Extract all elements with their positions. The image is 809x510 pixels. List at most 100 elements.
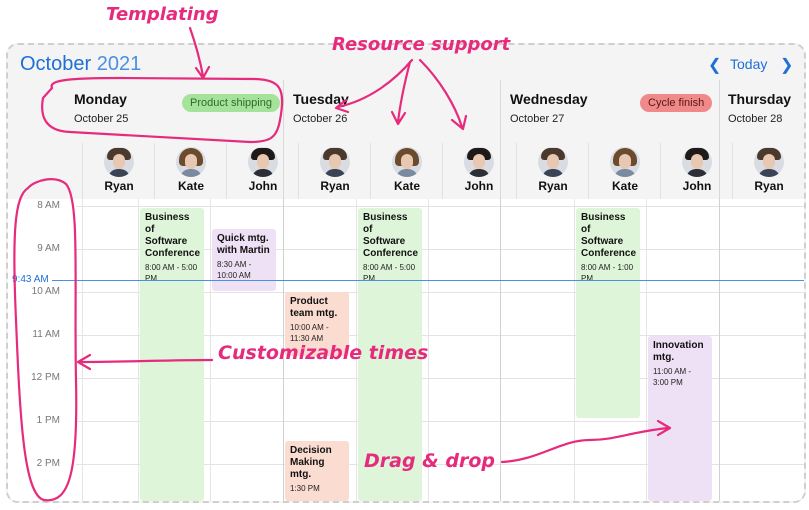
avatar	[610, 147, 640, 177]
day-name: Wednesday	[510, 91, 588, 107]
resource-name: John	[464, 179, 494, 193]
column-line	[719, 199, 720, 501]
event-card[interactable]: Business of Software Conference 8:00 AM …	[576, 208, 640, 418]
resource-ryan[interactable]: Ryan	[82, 143, 155, 199]
day-name: Tuesday	[293, 91, 349, 107]
annotation-templating: Templating	[106, 4, 219, 25]
day-header-wednesday: Wednesday October 27	[510, 91, 588, 125]
chevron-right-icon[interactable]: ❯	[780, 57, 794, 74]
resource-name: John	[248, 179, 278, 193]
day-date: October 28	[728, 113, 783, 125]
resource-name: Kate	[611, 179, 638, 193]
time-label: 2 PM	[36, 458, 60, 469]
resource-ryan[interactable]: Ryan	[516, 143, 589, 199]
event-card[interactable]: Product team mtg. 10:00 AM - 11:30 AM	[285, 292, 349, 356]
event-time: 8:30 AM - 10:00 AM	[217, 260, 252, 280]
event-badge[interactable]: Product shipping	[182, 94, 280, 112]
column-line	[82, 199, 83, 501]
event-card[interactable]: Decision Making mtg. 1:30 PM	[285, 441, 349, 501]
day-name: Monday	[74, 91, 127, 107]
event-time: 8:00 AM - 5:00 PM	[145, 263, 198, 283]
avatar	[392, 147, 422, 177]
day-date: October 25	[74, 113, 129, 125]
event-time: 8:00 AM - 1:00 PM	[581, 263, 634, 283]
event-title: Product team mtg.	[290, 296, 338, 319]
hour-line	[76, 464, 804, 465]
resource-kate[interactable]: Kate	[154, 143, 227, 199]
day-header-thursday: Thursday October 28	[728, 91, 791, 125]
avatar	[248, 147, 278, 177]
time-label: 10 AM	[31, 286, 60, 297]
resource-name: John	[682, 179, 712, 193]
resource-name: Ryan	[754, 179, 784, 193]
month-label: October	[20, 53, 92, 75]
hour-line	[76, 421, 804, 422]
resource-name: Ryan	[538, 179, 568, 193]
column-line	[210, 199, 211, 501]
year-label: 2021	[96, 53, 142, 75]
day-name: Thursday	[728, 91, 792, 107]
event-badge[interactable]: Cycle finish	[640, 94, 713, 112]
time-label: 1 PM	[36, 415, 60, 426]
column-line	[138, 199, 139, 501]
time-label: 9 AM	[37, 243, 60, 254]
time-label: 8 AM	[37, 200, 60, 211]
resource-name: Kate	[393, 179, 420, 193]
hour-line	[76, 249, 804, 250]
resource-john[interactable]: John	[442, 143, 515, 199]
event-time: 11:00 AM - 3:00 PM	[653, 367, 692, 387]
event-title: Business of Software Conference	[581, 212, 637, 259]
resource-john[interactable]: John	[226, 143, 299, 199]
avatar	[754, 147, 784, 177]
resource-name: Kate	[177, 179, 204, 193]
today-button[interactable]: Today	[730, 56, 768, 72]
event-title: Business of Software Conference	[145, 212, 201, 259]
event-card[interactable]: Business of Software Conference 8:00 AM …	[358, 208, 422, 501]
annotation-customizable-times: Customizable times	[218, 342, 429, 364]
day-separator	[719, 80, 720, 240]
hour-line	[76, 292, 804, 293]
avatar	[464, 147, 494, 177]
event-time: 10:00 AM - 11:30 AM	[290, 323, 329, 343]
event-title: Decision Making mtg.	[290, 445, 332, 480]
hour-line	[76, 206, 804, 207]
column-line	[646, 199, 647, 501]
day-header-tuesday: Tuesday October 26	[293, 91, 349, 125]
event-title: Innovation mtg.	[653, 340, 704, 363]
event-title: Quick mtg. with Martin	[217, 233, 270, 256]
resource-ryan[interactable]: Ryan	[298, 143, 371, 199]
current-time-label: 9:43 AM	[12, 274, 49, 285]
avatar	[320, 147, 350, 177]
event-title: Business of Software Conference	[363, 212, 419, 259]
column-line	[500, 199, 501, 501]
avatar	[104, 147, 134, 177]
resource-kate[interactable]: Kate	[588, 143, 661, 199]
event-card[interactable]: Innovation mtg. 11:00 AM - 3:00 PM	[648, 336, 712, 501]
event-time: 8:00 AM - 5:00 PM	[363, 263, 416, 283]
event-time: 1:30 PM	[290, 484, 320, 493]
event-card[interactable]: Quick mtg. with Martin 8:30 AM - 10:00 A…	[212, 229, 276, 291]
avatar	[538, 147, 568, 177]
event-card[interactable]: Business of Software Conference 8:00 AM …	[140, 208, 204, 501]
time-label: 11 AM	[32, 329, 60, 340]
resource-kate[interactable]: Kate	[370, 143, 443, 199]
time-label: 12 PM	[31, 372, 60, 383]
current-time-line	[52, 280, 804, 281]
time-grid[interactable]: 8 AM 9 AM 10 AM 11 AM 12 PM 1 PM 2 PM Bu…	[8, 199, 804, 501]
column-line	[356, 199, 357, 501]
calendar-title: October 2021	[20, 53, 141, 76]
day-date: October 26	[293, 113, 348, 125]
resource-name: Ryan	[320, 179, 350, 193]
calendar: October 2021 ❮ Today ❯ Monday October 25…	[6, 43, 806, 503]
resource-john[interactable]: John	[660, 143, 733, 199]
annotation-drag-drop: Drag & drop	[364, 450, 495, 472]
day-separator	[500, 80, 501, 240]
column-line	[428, 199, 429, 501]
resource-ryan[interactable]: Ryan	[732, 143, 804, 199]
annotation-resource-support: Resource support	[332, 34, 511, 55]
day-date: October 27	[510, 113, 565, 125]
column-line	[574, 199, 575, 501]
hour-line	[76, 335, 804, 336]
chevron-left-icon[interactable]: ❮	[708, 57, 722, 74]
day-header-monday: Monday October 25	[74, 91, 128, 125]
